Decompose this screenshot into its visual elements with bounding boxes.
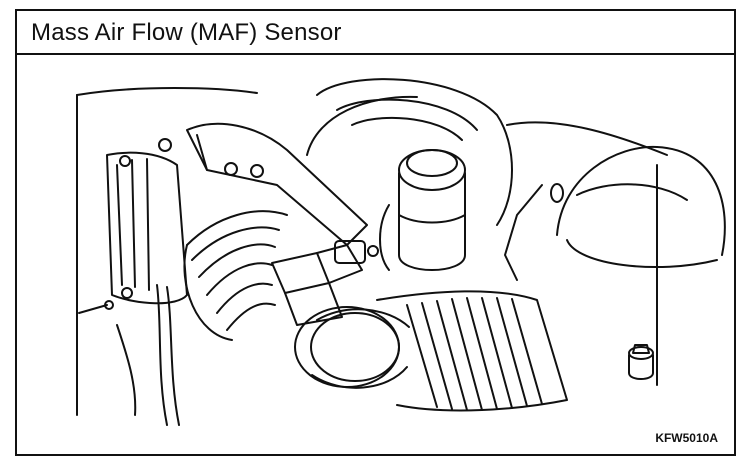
rubber-cap: [628, 344, 654, 380]
figure-frame: Mass Air Flow (MAF) Sensor: [15, 9, 736, 456]
strut-tower: [504, 145, 726, 281]
figure-code: KFW5010A: [655, 431, 718, 445]
figure-title: Mass Air Flow (MAF) Sensor: [31, 19, 342, 46]
title-bar: Mass Air Flow (MAF) Sensor: [17, 11, 734, 55]
brake-booster: [306, 78, 513, 226]
brake-fluid-reservoir: [379, 149, 466, 271]
intake-hose: [183, 210, 288, 341]
engine-bay-outline: [76, 87, 668, 416]
air-inlet-hose: [294, 290, 568, 412]
wiring-harness: [78, 284, 180, 426]
engine-bay-illustration: [76, 78, 726, 426]
air-cleaner-housing: [106, 151, 188, 305]
maf-sensor: [271, 240, 379, 326]
